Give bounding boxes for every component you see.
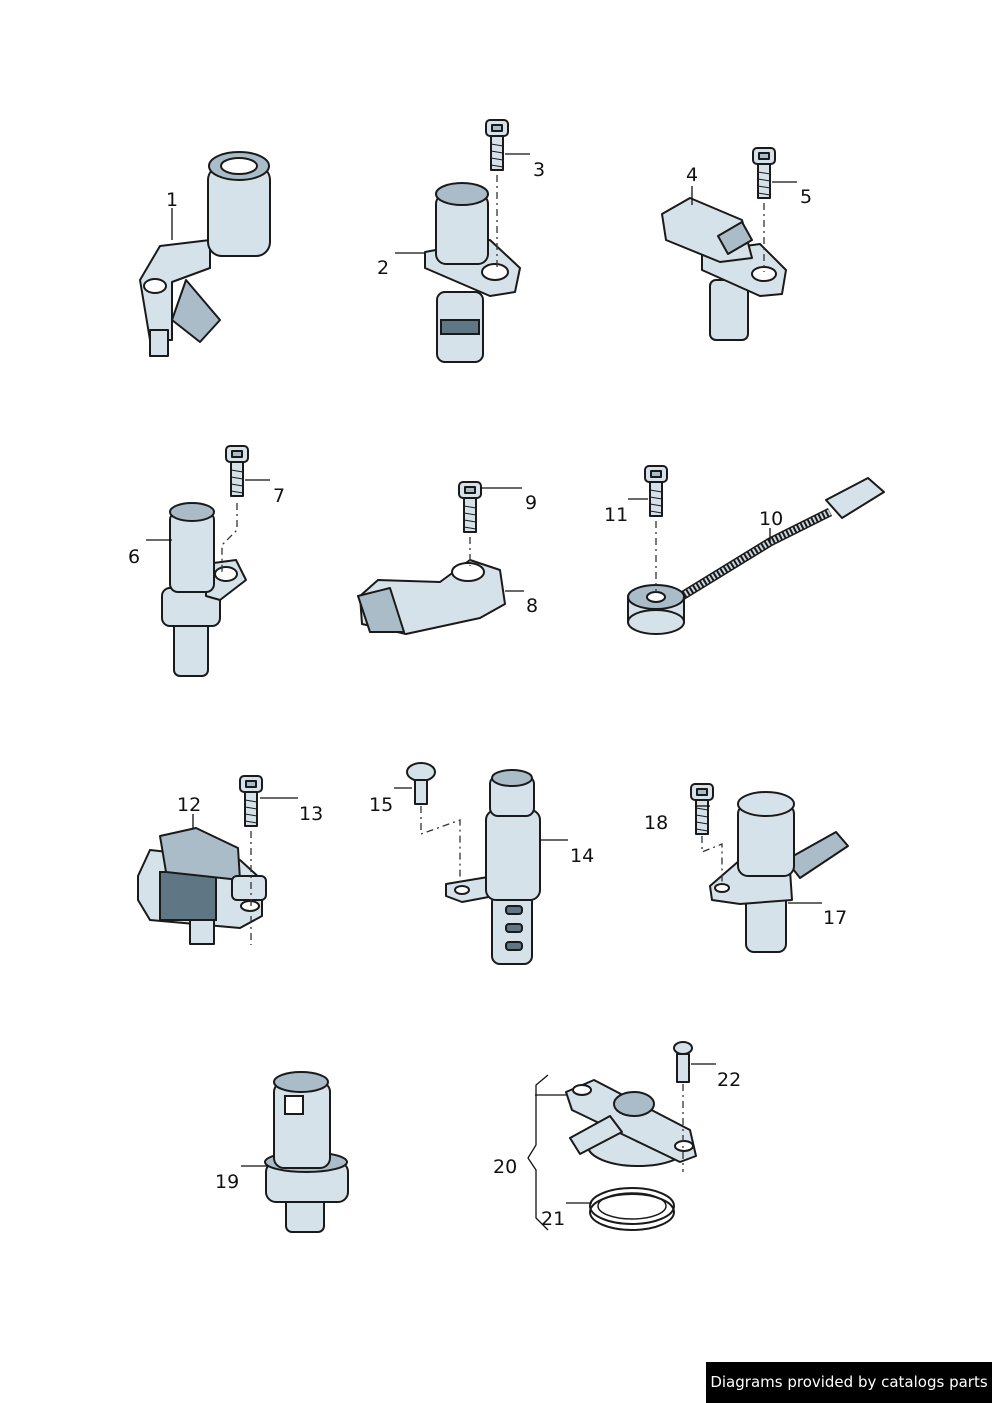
part-15-bolt — [406, 762, 461, 884]
callout-6: 6 — [128, 546, 140, 568]
part-8-sensor — [357, 559, 506, 635]
part-22-bolt — [673, 1041, 693, 1172]
part-17-sensor — [709, 791, 849, 953]
callout-15: 15 — [369, 794, 393, 816]
callout-12: 12 — [177, 794, 201, 816]
part-12-sensor — [137, 827, 267, 945]
part-18-bolt — [690, 783, 723, 884]
footer-text: Diagrams provided by catalogs parts — [710, 1373, 988, 1391]
callout-10: 10 — [759, 508, 783, 530]
part-2-sensor — [424, 182, 521, 363]
callout-20: 20 — [493, 1156, 517, 1178]
callout-labels: 1 2 3 4 5 6 7 8 9 10 11 12 13 14 15 17 1… — [128, 159, 847, 1230]
callout-5: 5 — [800, 186, 812, 208]
part-14-valve — [445, 769, 541, 965]
part-20-sensor — [565, 1079, 697, 1167]
part-11-bolt — [644, 465, 668, 592]
part-4-sensor — [661, 197, 787, 341]
callout-11: 11 — [604, 504, 628, 526]
part-7-bolt — [221, 445, 249, 572]
callout-9: 9 — [525, 492, 537, 514]
leader-lines — [146, 153, 822, 1231]
part-10-knock-sensor — [627, 477, 885, 635]
callout-17: 17 — [823, 907, 847, 929]
callout-7: 7 — [273, 485, 285, 507]
part-6-sensor — [161, 502, 247, 677]
callout-19: 19 — [215, 1171, 239, 1193]
part-3-bolt — [485, 119, 509, 270]
callout-13: 13 — [299, 803, 323, 825]
callout-4: 4 — [686, 164, 698, 186]
part-1-sensor — [139, 151, 271, 357]
part-13-bolt — [239, 775, 263, 945]
callout-2: 2 — [377, 257, 389, 279]
callout-1: 1 — [166, 189, 178, 211]
callout-14: 14 — [570, 845, 594, 867]
footer-banner: Diagrams provided by catalogs parts — [706, 1362, 992, 1403]
callout-22: 22 — [717, 1069, 741, 1091]
part-9-bolt — [458, 481, 482, 566]
part-21-seal — [589, 1187, 675, 1231]
part-5-bolt — [752, 147, 776, 272]
callout-18: 18 — [644, 812, 668, 834]
part-19-switch — [264, 1071, 349, 1233]
callout-21: 21 — [541, 1208, 565, 1230]
callout-8: 8 — [526, 595, 538, 617]
callout-3: 3 — [533, 159, 545, 181]
